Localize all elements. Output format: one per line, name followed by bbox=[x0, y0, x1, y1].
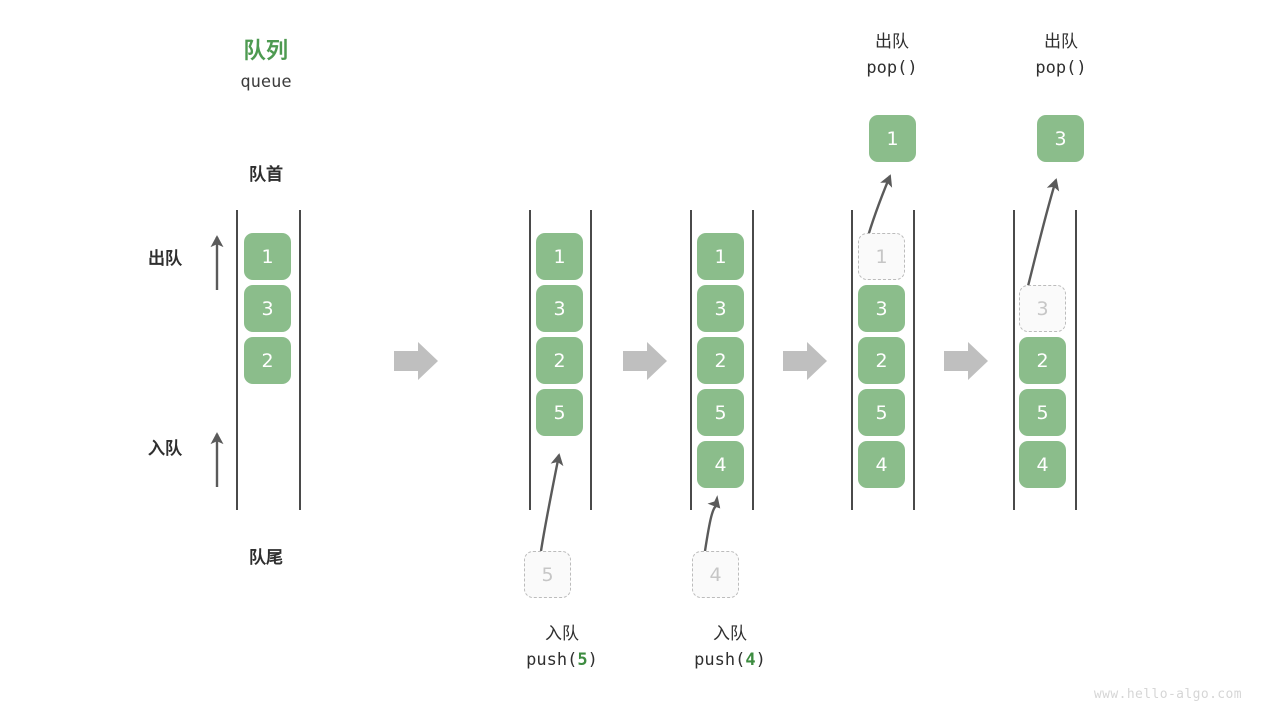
op-caption-push-4: 入队 push(4) bbox=[655, 622, 805, 674]
queue-box[interactable]: 2 bbox=[1019, 337, 1066, 384]
op-caption-fn: pop() bbox=[827, 56, 957, 82]
queue-box[interactable]: 3 bbox=[244, 285, 291, 332]
rail-right bbox=[752, 210, 754, 510]
op-fn-suffix: ) bbox=[907, 57, 918, 78]
rail-left bbox=[236, 210, 238, 510]
queue-box[interactable]: 1 bbox=[697, 233, 744, 280]
op-caption-push-5: 入队 push(5) bbox=[487, 622, 637, 674]
op-fn-prefix: pop( bbox=[1035, 57, 1077, 78]
popped-box[interactable]: 1 bbox=[869, 115, 916, 162]
op-caption-cn: 出队 bbox=[875, 32, 909, 52]
op-fn-arg: 4 bbox=[745, 649, 756, 670]
diagram-title-cn: 队列 bbox=[243, 39, 289, 64]
rear-label: 队尾 bbox=[249, 548, 283, 568]
queue-box-ghost[interactable]: 3 bbox=[1019, 285, 1066, 332]
queue-box[interactable]: 2 bbox=[858, 337, 905, 384]
rail-left bbox=[690, 210, 692, 510]
popped-box[interactable]: 3 bbox=[1037, 115, 1084, 162]
rail-left bbox=[529, 210, 531, 510]
queue-box[interactable]: 2 bbox=[536, 337, 583, 384]
op-fn-suffix: ) bbox=[587, 649, 598, 670]
op-fn-prefix: pop( bbox=[866, 57, 908, 78]
front-label: 队首 bbox=[249, 165, 283, 185]
step-arrow-2 bbox=[623, 342, 667, 380]
push-4-arrow bbox=[703, 495, 721, 552]
queue-box-ghost[interactable]: 1 bbox=[858, 233, 905, 280]
dequeue-label: 出队 bbox=[148, 249, 182, 269]
rail-left bbox=[1013, 210, 1015, 510]
op-caption-fn: pop() bbox=[996, 56, 1126, 82]
op-fn-suffix: ) bbox=[755, 649, 766, 670]
queue-box[interactable]: 5 bbox=[1019, 389, 1066, 436]
rail-left bbox=[851, 210, 853, 510]
push-5-arrow bbox=[539, 453, 564, 552]
queue-box[interactable]: 4 bbox=[697, 441, 744, 488]
queue-box[interactable]: 4 bbox=[1019, 441, 1066, 488]
rail-right bbox=[913, 210, 915, 510]
diagram-title-en: queue bbox=[240, 72, 292, 92]
queue-box[interactable]: 1 bbox=[536, 233, 583, 280]
rail-right bbox=[1075, 210, 1077, 510]
queue-box[interactable]: 5 bbox=[858, 389, 905, 436]
op-caption-cn: 出队 bbox=[1044, 32, 1078, 52]
incoming-ghost-box[interactable]: 4 bbox=[692, 551, 739, 598]
op-caption-cn: 入队 bbox=[713, 624, 747, 644]
enqueue-label: 入队 bbox=[148, 439, 182, 459]
queue-box[interactable]: 3 bbox=[697, 285, 744, 332]
op-fn-arg: 5 bbox=[577, 649, 588, 670]
rail-right bbox=[590, 210, 592, 510]
queue-box[interactable]: 1 bbox=[244, 233, 291, 280]
queue-box[interactable]: 3 bbox=[536, 285, 583, 332]
op-caption-fn: push(4) bbox=[655, 648, 805, 674]
op-caption-fn: push(5) bbox=[487, 648, 637, 674]
pop-3-arrow bbox=[1024, 178, 1060, 295]
queue-box[interactable]: 3 bbox=[858, 285, 905, 332]
op-caption-pop-3: 出队 pop() bbox=[996, 30, 1126, 82]
step-arrow-4 bbox=[944, 342, 988, 380]
op-caption-cn: 入队 bbox=[545, 624, 579, 644]
queue-box[interactable]: 5 bbox=[536, 389, 583, 436]
op-fn-prefix: push( bbox=[526, 649, 578, 670]
op-caption-pop-1: 出队 pop() bbox=[827, 30, 957, 82]
queue-box[interactable]: 2 bbox=[697, 337, 744, 384]
watermark: www.hello-algo.com bbox=[1093, 687, 1242, 702]
op-fn-suffix: ) bbox=[1076, 57, 1087, 78]
queue-box[interactable]: 5 bbox=[697, 389, 744, 436]
queue-box[interactable]: 2 bbox=[244, 337, 291, 384]
step-arrow-3 bbox=[783, 342, 827, 380]
queue-box[interactable]: 4 bbox=[858, 441, 905, 488]
rail-right bbox=[299, 210, 301, 510]
op-fn-prefix: push( bbox=[694, 649, 746, 670]
step-arrow-1 bbox=[394, 342, 438, 380]
incoming-ghost-box[interactable]: 5 bbox=[524, 551, 571, 598]
